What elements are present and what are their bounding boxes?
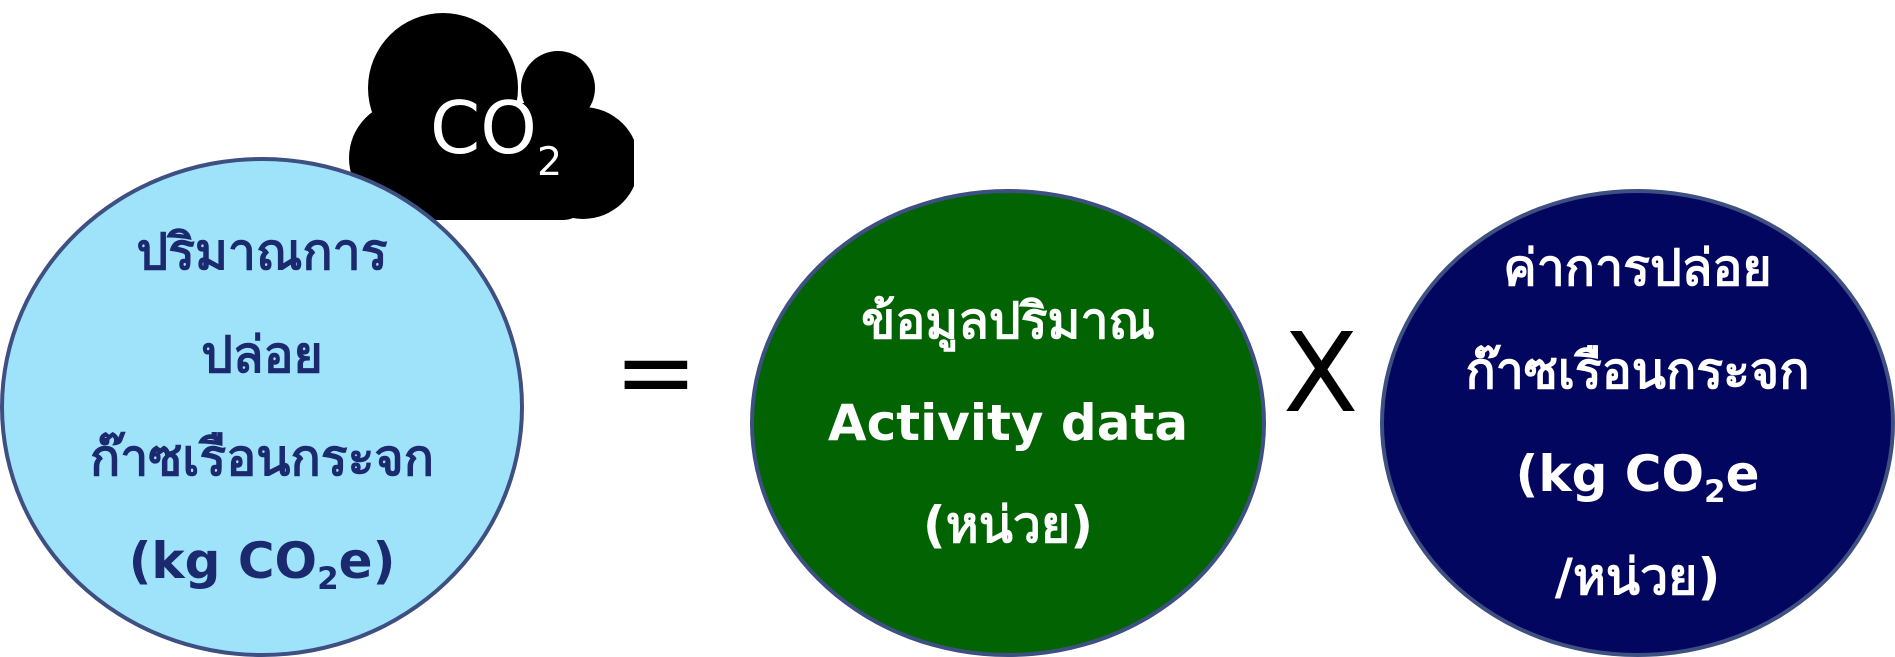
emission-line-1: ปริมาณการ [136, 223, 388, 281]
factor-line-1: ค่าการปล่อย [1503, 239, 1772, 297]
emission-line-3: ก๊าซเรือนกระจก [90, 429, 434, 487]
activity-data-circle: ข้อมูลปริมาณ Activity data (หน่วย) [750, 189, 1266, 657]
co2-label: CO2 [430, 86, 563, 185]
emission-line-2: ปล่อย [201, 326, 323, 384]
factor-last-line: /หน่วย) [1554, 548, 1721, 606]
emission-factor-circle: ค่าการปล่อย ก๊าซเรือนกระจก (kg CO2e /หน่… [1380, 189, 1895, 657]
multiply-symbol: X [1283, 309, 1359, 437]
equals-symbol: = [614, 313, 698, 430]
activity-line-2: Activity data [827, 394, 1189, 452]
factor-unit: (kg CO2e [1515, 445, 1760, 510]
activity-line-3: (หน่วย) [922, 496, 1094, 554]
factor-line-2: ก๊าซเรือนกระจก [1465, 342, 1810, 400]
emission-unit: (kg CO2e) [128, 532, 396, 597]
activity-line-1: ข้อมูลปริมาณ [861, 292, 1155, 350]
emission-quantity-circle: ปริมาณการ ปล่อย ก๊าซเรือนกระจก (kg CO2e) [0, 157, 524, 657]
